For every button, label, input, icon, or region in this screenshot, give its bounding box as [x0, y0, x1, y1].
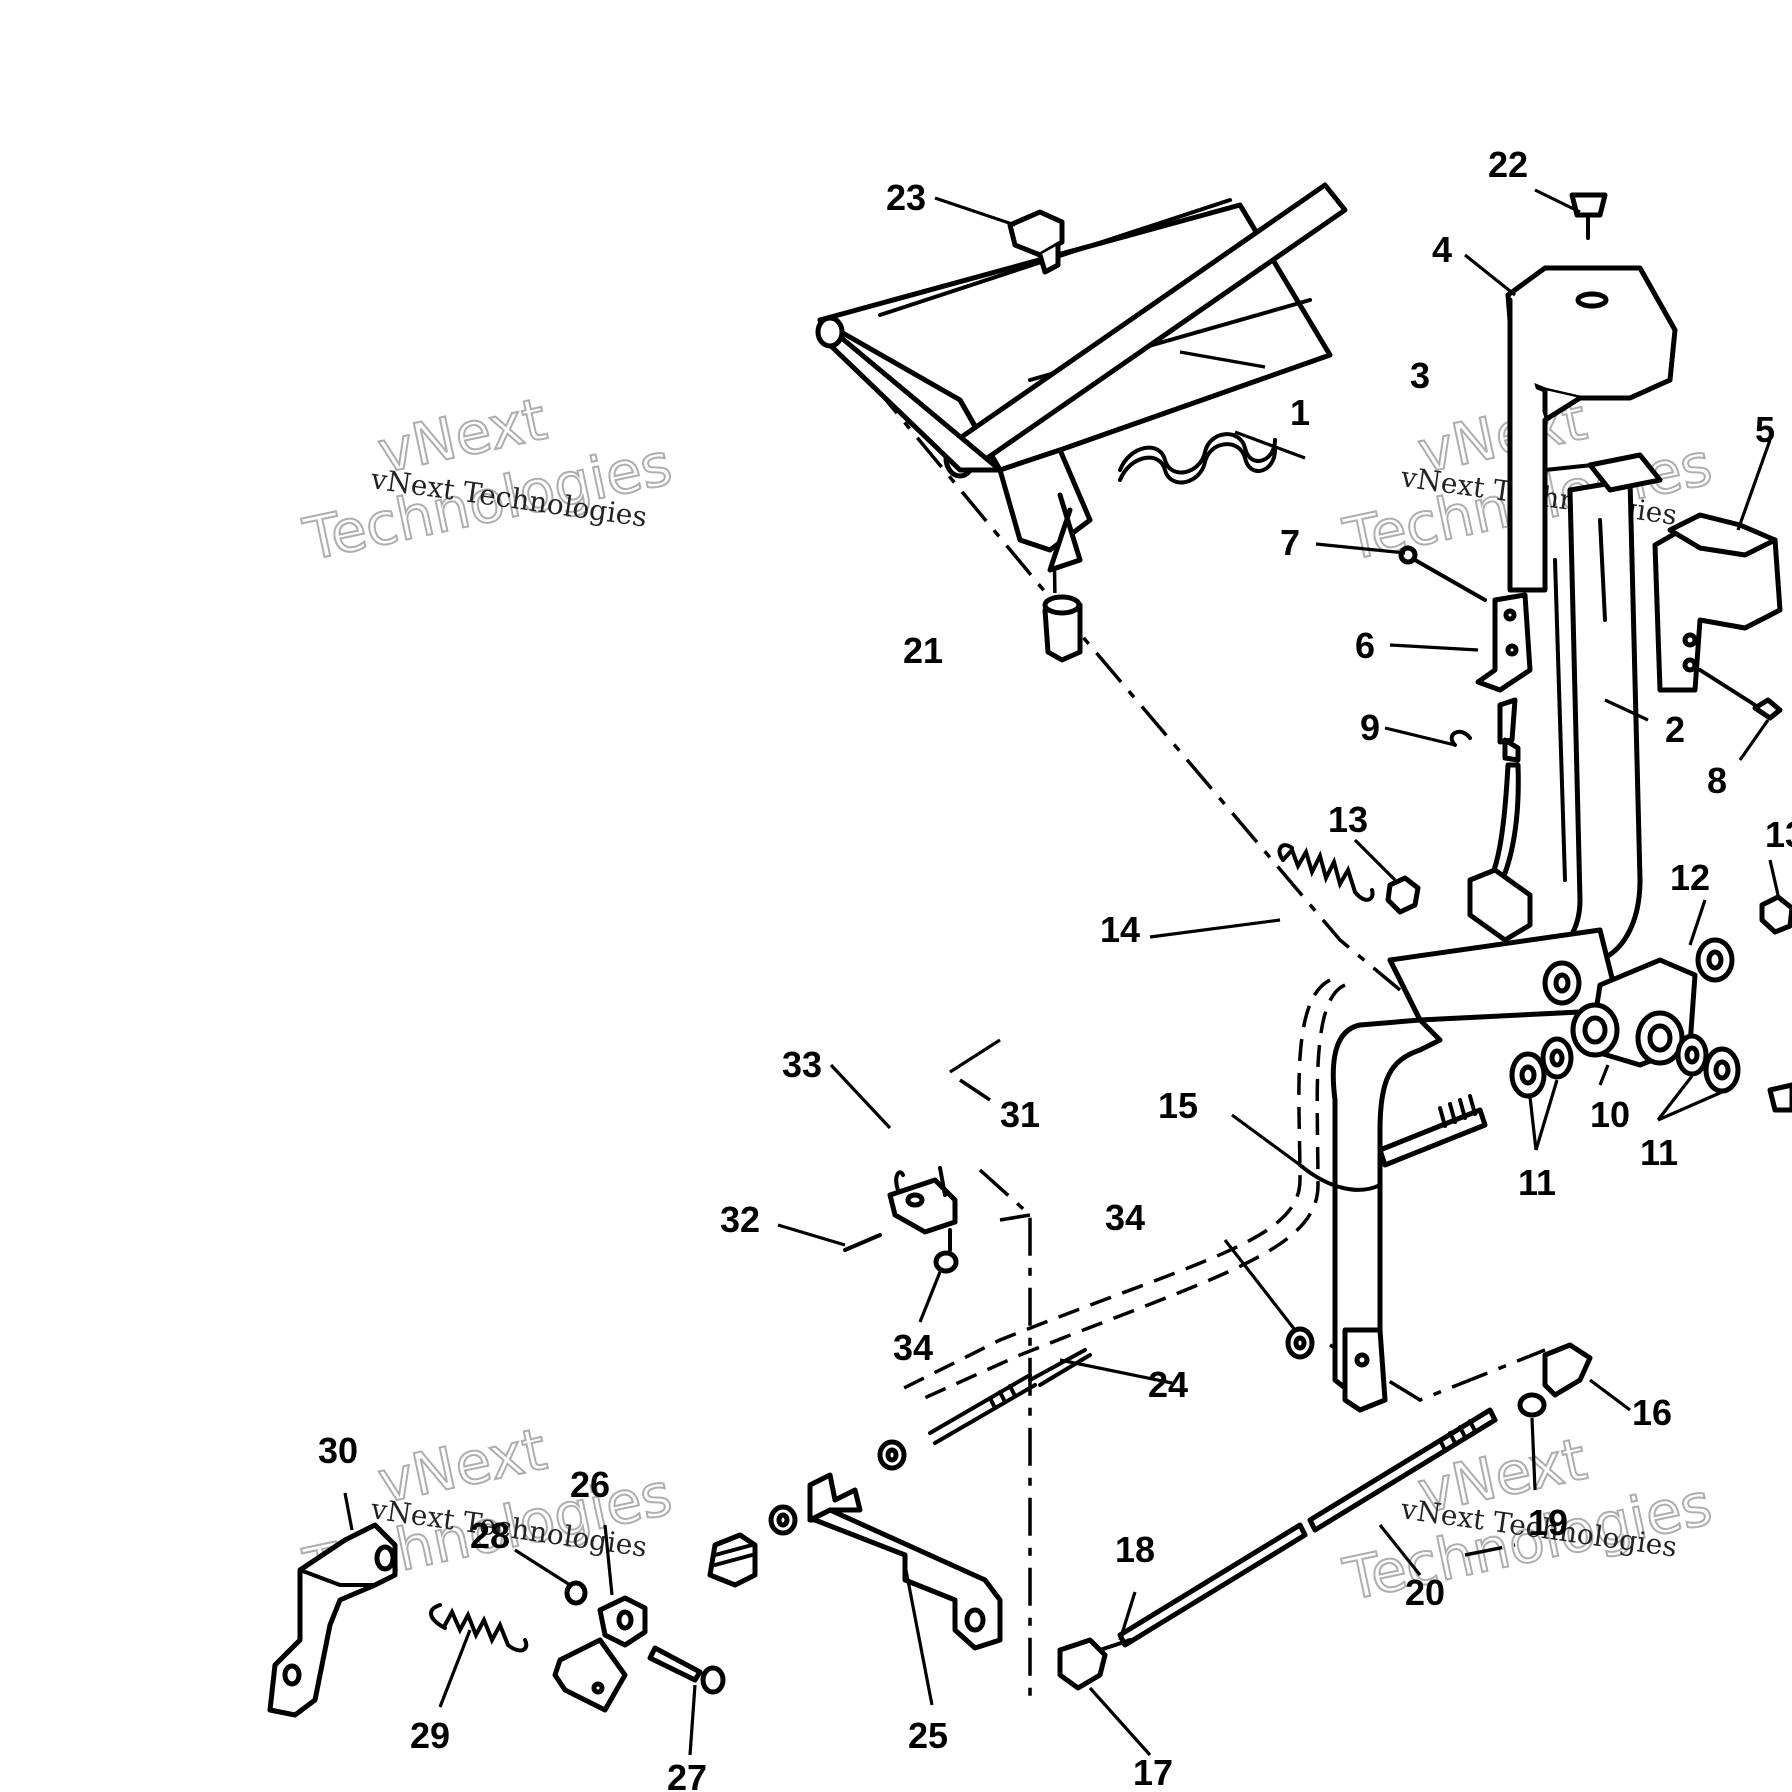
washers [1509, 937, 1741, 1099]
label-10: 10 [1590, 1094, 1630, 1135]
label-21: 21 [903, 630, 943, 671]
label-34b: 34 [1105, 1197, 1145, 1238]
grommet-and-washers [707, 1439, 907, 1588]
label-2: 2 [1665, 709, 1685, 750]
part-9-cable-clip [1449, 697, 1533, 943]
part-26-cable-clamp [552, 1595, 648, 1713]
part-14-spring [1277, 843, 1375, 902]
label-1: 1 [1290, 392, 1310, 433]
part-5-cup [1652, 512, 1783, 693]
part-25-bent-bracket [807, 1472, 1003, 1651]
label-11b: 11 [1640, 1132, 1678, 1173]
label-11a: 11 [1518, 1162, 1556, 1203]
label-24: 24 [1148, 1364, 1188, 1405]
part-31-small-bracket [843, 1166, 959, 1274]
label-18: 18 [1115, 1529, 1155, 1570]
label-9: 9 [1360, 707, 1380, 748]
callout-labels: 1 2 3 4 5 6 7 8 9 10 11 11 12 13 13 14 1… [318, 144, 1792, 1792]
part-22-screw [1569, 192, 1608, 240]
part-20-long-rod [1117, 1407, 1498, 1648]
label-4: 4 [1432, 229, 1452, 270]
part-30-l-bracket [267, 1522, 398, 1718]
part-1-spring-clip [1118, 432, 1277, 485]
label-12: 12 [1670, 857, 1710, 898]
label-15: 15 [1158, 1085, 1198, 1126]
label-13b: 13 [1765, 814, 1792, 855]
part-24-cable [928, 1348, 1092, 1445]
label-23: 23 [886, 177, 926, 218]
leader-lines [343, 188, 1780, 1757]
part-27-screw [647, 1645, 726, 1695]
label-8: 8 [1707, 760, 1727, 801]
label-31: 31 [1000, 1094, 1040, 1135]
label-28: 28 [470, 1515, 510, 1556]
part-2-vertical-tube [1507, 297, 1663, 963]
label-14: 14 [1100, 909, 1140, 950]
part-8-bolt [1698, 668, 1783, 721]
part-7-bolt [1398, 545, 1487, 602]
nuts [1385, 875, 1792, 935]
label-27: 27 [667, 1757, 707, 1792]
part-15-stud [1298, 1094, 1488, 1192]
label-13a: 13 [1328, 799, 1368, 840]
label-25: 25 [908, 1715, 948, 1756]
label-32: 32 [720, 1199, 760, 1240]
part-16-ball-joint [1517, 1342, 1593, 1418]
label-33: 33 [782, 1044, 822, 1085]
part-23-knob [1007, 209, 1065, 275]
label-29: 29 [410, 1715, 450, 1756]
label-30: 30 [318, 1430, 358, 1471]
label-20: 20 [1405, 1572, 1445, 1613]
label-6: 6 [1355, 625, 1375, 666]
part-29-spring [429, 1603, 529, 1653]
part-17-end-fitting [1057, 1637, 1132, 1691]
part-28-nut [564, 1580, 588, 1606]
label-26: 26 [570, 1464, 610, 1505]
label-34a: 34 [893, 1327, 933, 1368]
label-19: 19 [1528, 1502, 1568, 1543]
label-17: 17 [1133, 1752, 1173, 1792]
part-34-washer-upper [1285, 1326, 1315, 1360]
label-5: 5 [1755, 409, 1775, 450]
right-bolt-stub [1767, 1082, 1792, 1113]
label-7: 7 [1280, 522, 1300, 563]
label-22: 22 [1488, 144, 1528, 185]
part-6-bracket [1475, 592, 1533, 693]
label-16: 16 [1632, 1392, 1672, 1433]
main-lever [1330, 927, 1623, 1413]
part-21-plug [1042, 594, 1083, 663]
label-3: 3 [1410, 355, 1430, 396]
